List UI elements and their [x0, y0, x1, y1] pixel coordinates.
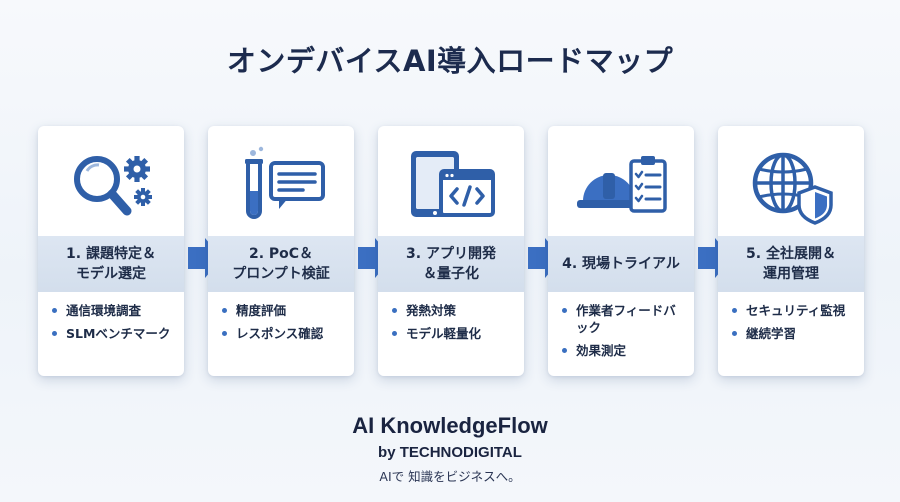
- step-title: 4. 現場トライアル: [548, 236, 694, 292]
- step-title-line: 5. 全社展開＆: [746, 246, 836, 262]
- step-title-line: モデル選定: [76, 266, 146, 282]
- step-title-line: 3. アプリ開発: [406, 246, 496, 262]
- bullet-icon: [392, 308, 397, 313]
- step-item: 通信環境調査: [52, 302, 178, 319]
- step-title-line: 運用管理: [763, 266, 819, 282]
- step-item: モデル軽量化: [392, 325, 518, 342]
- bullet-icon: [222, 308, 227, 313]
- step-card-3: 3. アプリ開発 ＆量子化 発熱対策 モデル軽量化: [378, 126, 524, 376]
- step-card-5: 5. 全社展開＆ 運用管理 セキュリティ監視 継続学習: [718, 126, 864, 376]
- page-title: オンデバイスAI導入ロードマップ: [226, 44, 674, 78]
- bullet-icon: [52, 308, 57, 313]
- step-item: 継続学習: [732, 325, 858, 342]
- step-items: 作業者フィードバック 効果測定: [562, 302, 688, 365]
- step-card-4: 4. 現場トライアル 作業者フィードバック 効果測定: [548, 126, 694, 376]
- step-item: 発熱対策: [392, 302, 518, 319]
- step-title: 3. アプリ開発 ＆量子化: [378, 236, 524, 292]
- brand-tagline: AIで 知識をビジネスへ。: [379, 469, 521, 484]
- brand-name: AI KnowledgeFlow: [352, 413, 548, 438]
- step-title-line: 1. 課題特定＆: [66, 246, 156, 262]
- step-title: 2. PoC＆ プロンプト検証: [208, 236, 354, 292]
- step-title-line: ＆量子化: [423, 266, 479, 282]
- step-title: 5. 全社展開＆ 運用管理: [718, 236, 864, 292]
- step-items: 精度評価 レスポンス確認: [222, 302, 348, 348]
- bullet-icon: [562, 348, 567, 353]
- step-item: 作業者フィードバック: [562, 302, 688, 336]
- step-item: レスポンス確認: [222, 325, 348, 342]
- step-items: セキュリティ監視 継続学習: [732, 302, 858, 348]
- step-title-line: 4. 現場トライアル: [562, 256, 680, 272]
- globe-shield-icon: [718, 140, 864, 234]
- bullet-icon: [732, 331, 737, 336]
- bullet-icon: [392, 331, 397, 336]
- test-tube-chat-icon: [208, 140, 354, 234]
- roadmap: 1. 課題特定＆ モデル選定 通信環境調査 SLMベンチマーク: [38, 126, 866, 378]
- magnifier-gears-icon: [38, 140, 184, 234]
- step-card-1: 1. 課題特定＆ モデル選定 通信環境調査 SLMベンチマーク: [38, 126, 184, 376]
- step-item: SLMベンチマーク: [52, 325, 178, 342]
- step-item: セキュリティ監視: [732, 302, 858, 319]
- bullet-icon: [732, 308, 737, 313]
- step-title-line: プロンプト検証: [232, 266, 330, 282]
- step-title: 1. 課題特定＆ モデル選定: [38, 236, 184, 292]
- step-title-line: 2. PoC＆: [248, 246, 314, 262]
- tablet-code-icon: [378, 140, 524, 234]
- helmet-checklist-icon: [548, 140, 694, 234]
- step-card-2: 2. PoC＆ プロンプト検証 精度評価 レスポンス確認: [208, 126, 354, 376]
- step-item: 精度評価: [222, 302, 348, 319]
- bullet-icon: [222, 331, 227, 336]
- step-item: 効果測定: [562, 342, 688, 359]
- step-items: 通信環境調査 SLMベンチマーク: [52, 302, 178, 348]
- brand-company: by TECHNODIGITAL: [378, 444, 522, 461]
- step-items: 発熱対策 モデル軽量化: [392, 302, 518, 348]
- bullet-icon: [52, 331, 57, 336]
- bullet-icon: [562, 308, 567, 313]
